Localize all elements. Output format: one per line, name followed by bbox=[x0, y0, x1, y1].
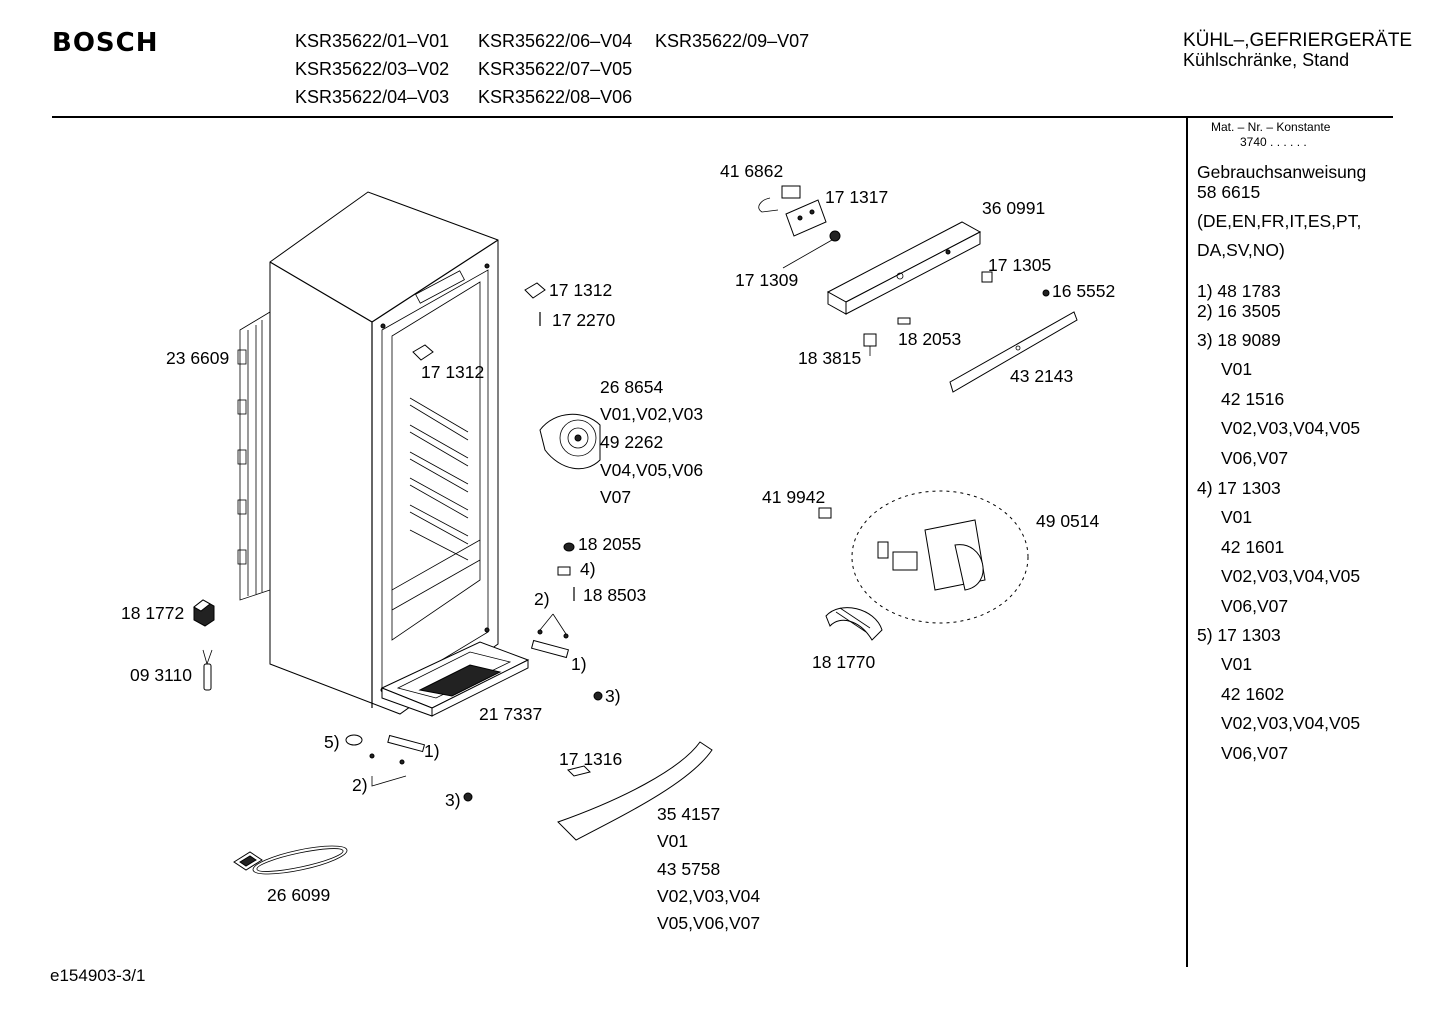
sidebar-item: V01 bbox=[1221, 507, 1253, 527]
part-label: 17 1317 bbox=[825, 187, 889, 207]
part-label: 43 2143 bbox=[1010, 366, 1074, 386]
part-label: 35 4157 bbox=[657, 804, 721, 824]
part-label: V04,V05,V06 bbox=[600, 460, 704, 480]
manual-languages: (DE,EN,FR,IT,ES,PT, bbox=[1197, 211, 1362, 231]
sidebar-item: 4) 17 1303 bbox=[1197, 478, 1281, 498]
model-row: KSR35622/01–V01 KSR35622/06–V04 KSR35622/0… bbox=[295, 27, 809, 55]
model-number: KSR35622/01–V01 bbox=[295, 31, 450, 51]
ref-label: 3) bbox=[445, 790, 461, 810]
category-title: KÜHL–,GEFRIERGERÄTE bbox=[1183, 30, 1413, 51]
part-label: 26 8654 bbox=[600, 377, 664, 397]
fan-part bbox=[539, 413, 601, 470]
mat-number-label: Mat. – Nr. – Konstante bbox=[1211, 120, 1331, 134]
part-label: 43 5758 bbox=[657, 859, 721, 879]
part-label: 41 6862 bbox=[720, 161, 784, 181]
ref-label: 3) bbox=[605, 686, 621, 706]
sidebar-item: V02,V03,V04,V05 bbox=[1221, 566, 1361, 586]
part-label: 18 1770 bbox=[812, 652, 876, 672]
drip-tray-part bbox=[380, 641, 530, 717]
brand-logo: BOSCH bbox=[52, 28, 159, 58]
part-label: 21 7337 bbox=[479, 704, 543, 724]
part-label: 18 1772 bbox=[121, 603, 185, 623]
hinge-parts bbox=[345, 282, 603, 802]
model-number: KSR35622/09–V07 bbox=[655, 31, 810, 51]
sidebar-item: 42 1601 bbox=[1221, 537, 1285, 557]
model-number: KSR35622/04–V03 bbox=[295, 87, 450, 107]
part-label: 17 2270 bbox=[552, 310, 616, 330]
part-label: 26 6099 bbox=[267, 885, 331, 905]
ref-label: 2) bbox=[352, 775, 368, 795]
junction-box-part bbox=[193, 599, 215, 627]
lamp-assembly-part bbox=[818, 490, 1029, 641]
ref-label: 2) bbox=[534, 589, 550, 609]
model-row: KSR35622/03–V02 KSR35622/07–V05 bbox=[295, 55, 809, 83]
ref-label: 1) bbox=[571, 654, 587, 674]
ref-label: 1) bbox=[424, 741, 440, 761]
part-label: V05,V06,V07 bbox=[657, 913, 761, 933]
model-row: KSR35622/04–V03 KSR35622/08–V06 bbox=[295, 83, 809, 111]
sidebar-item: V06,V07 bbox=[1221, 448, 1289, 468]
sidebar-item: 3) 18 9089 bbox=[1197, 330, 1281, 350]
part-label: V07 bbox=[600, 487, 632, 507]
ref-label: 5) bbox=[324, 732, 340, 752]
cabinet-body bbox=[269, 191, 499, 715]
part-label: 49 2262 bbox=[600, 432, 664, 452]
part-label: 18 2055 bbox=[578, 534, 642, 554]
part-label: 17 1312 bbox=[549, 280, 613, 300]
sensor-part bbox=[202, 649, 213, 691]
category-subtitle: Kühlschränke, Stand bbox=[1183, 50, 1350, 70]
sidebar-item: V06,V07 bbox=[1221, 596, 1289, 616]
part-label: 18 8503 bbox=[583, 585, 647, 605]
control-panel-parts bbox=[758, 185, 1078, 393]
part-label: V01,V02,V03 bbox=[600, 404, 704, 424]
part-label: 23 6609 bbox=[166, 348, 230, 368]
part-label: 41 9942 bbox=[762, 487, 826, 507]
model-number: KSR35622/06–V04 bbox=[478, 31, 633, 51]
part-label: 49 0514 bbox=[1036, 511, 1100, 531]
sidebar-item: V06,V07 bbox=[1221, 743, 1289, 763]
manual-languages: DA,SV,NO) bbox=[1197, 240, 1285, 260]
sidebar-item: V02,V03,V04,V05 bbox=[1221, 418, 1361, 438]
model-number: KSR35622/07–V05 bbox=[478, 59, 633, 79]
part-label: 09 3110 bbox=[130, 665, 192, 685]
model-number: KSR35622/03–V02 bbox=[295, 59, 450, 79]
part-label: 17 1316 bbox=[559, 749, 623, 769]
part-label: 18 2053 bbox=[898, 329, 962, 349]
manual-title: Gebrauchsanweisung bbox=[1197, 162, 1367, 182]
power-cable-part bbox=[233, 845, 348, 875]
part-label: 17 1309 bbox=[735, 270, 799, 290]
sidebar-item: 1) 48 1783 bbox=[1197, 281, 1281, 301]
drawing-id: e154903-3/1 bbox=[50, 966, 146, 985]
part-label: 17 1305 bbox=[988, 255, 1052, 275]
sidebar-item: 42 1602 bbox=[1221, 684, 1285, 704]
part-label: 16 5552 bbox=[1052, 281, 1116, 301]
sidebar-item: V01 bbox=[1221, 359, 1253, 379]
part-label: V01 bbox=[657, 831, 689, 851]
ref-label: 4) bbox=[580, 559, 596, 579]
sidebar-item: 5) 17 1303 bbox=[1197, 625, 1281, 645]
kickplate-part bbox=[557, 741, 713, 841]
condenser-part bbox=[237, 311, 271, 601]
part-label: 18 3815 bbox=[798, 348, 862, 368]
sidebar-item: V02,V03,V04,V05 bbox=[1221, 713, 1361, 733]
part-label: 36 0991 bbox=[982, 198, 1046, 218]
sidebar-item: 2) 16 3505 bbox=[1197, 301, 1281, 321]
model-number: KSR35622/08–V06 bbox=[478, 87, 633, 107]
manual-number: 58 6615 bbox=[1197, 182, 1261, 202]
mat-number-value: 3740 . . . . . . bbox=[1240, 135, 1307, 149]
sidebar-item: V01 bbox=[1221, 654, 1253, 674]
part-label: 17 1312 bbox=[421, 362, 485, 382]
part-label: V02,V03,V04 bbox=[657, 886, 761, 906]
sidebar-item: 42 1516 bbox=[1221, 389, 1285, 409]
